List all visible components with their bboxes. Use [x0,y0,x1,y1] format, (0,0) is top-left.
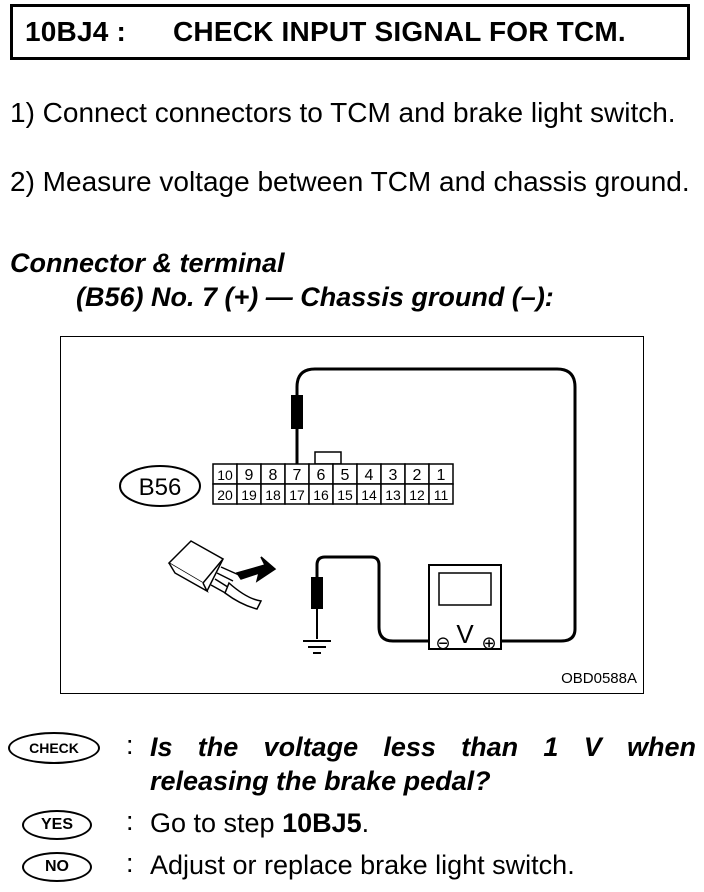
connector-pin-number: 16 [313,487,329,503]
yes-badge: YES [22,810,92,840]
ground-icon [303,640,331,654]
connector-pin-cell [428,483,454,505]
yes-answer-suffix: . [361,808,370,838]
section-code: 10BJ4 : [25,16,127,47]
connector-pin-number: 7 [293,467,302,484]
section-title: CHECK INPUT SIGNAL FOR TCM. [173,16,626,47]
connector-pin-number: 14 [361,487,377,503]
voltmeter-label: V [456,619,474,649]
voltmeter-display [438,572,492,606]
yes-colon: : [126,806,134,836]
connector-plug-icon [167,540,277,610]
yes-step-link[interactable]: 10BJ5 [282,808,362,838]
yes-answer: Go to step 10BJ5. [150,806,369,840]
connector-lock-tab [314,451,342,465]
yes-row: YES : Go to step 10BJ5. [8,806,698,842]
connector-label: B56 [139,474,182,501]
check-row: CHECK : Is the voltage less than 1 V whe… [8,730,698,800]
connector-pin-number: 8 [269,467,278,484]
connector-pin-number: 12 [409,487,425,503]
connector-pin-number: 11 [434,487,449,503]
connector-pin-number: 9 [245,467,254,484]
connector-pin-number: 13 [385,487,401,503]
connector-pin-number: 20 [217,487,233,503]
positive-lead-wire [295,367,577,643]
positive-probe [291,395,303,429]
connector-pin-number: 3 [389,467,398,484]
check-question: Is the voltage less than 1 V when releas… [150,732,696,796]
no-answer: Adjust or replace brake light switch. [150,850,575,880]
connector-pin-number: 17 [289,487,305,503]
connector-pin-number: 6 [317,467,326,484]
connector-pin-number: 19 [241,487,257,503]
step-2-text: 2) Measure voltage between TCM and chass… [10,166,690,197]
connector-pin-number: 10 [217,467,233,483]
check-colon: : [126,730,134,760]
section-title-box: 10BJ4 : CHECK INPUT SIGNAL FOR TCM. [10,4,690,60]
no-colon: : [126,848,134,878]
connector-pin-number: 2 [413,467,422,484]
connector-pin-number: 4 [365,467,374,484]
connector-spec: (B56) No. 7 (+) — Chassis ground (–): [76,282,554,312]
positive-terminal-icon: ⊕ [481,633,496,654]
negative-lead-wire [315,555,433,643]
connector-label-oval [119,465,201,507]
no-row: NO : Adjust or replace brake light switc… [8,848,698,884]
connector-heading: Connector & terminal [10,248,285,278]
connector-pin-number: 1 [437,467,446,484]
connector-pin-number: 15 [337,487,353,503]
no-badge: NO [22,852,92,882]
negative-probe [311,577,323,609]
connector-pin-number: 18 [265,487,281,503]
connector-pin-number: 5 [341,467,350,484]
check-badge: CHECK [8,732,100,764]
step-1-text: 1) Connect connectors to TCM and brake l… [10,97,676,128]
yes-answer-prefix: Go to step [150,808,283,838]
figure-code: OBD0588A [561,670,637,687]
negative-terminal-icon: ⊖ [435,633,450,654]
